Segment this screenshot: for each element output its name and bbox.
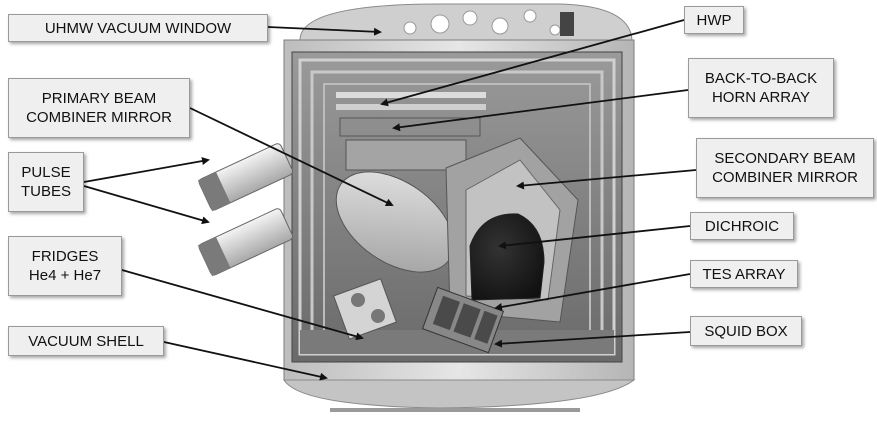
label-text: HWP: [696, 11, 732, 29]
label-pulse-tubes: PULSE TUBES: [8, 152, 84, 212]
label-primary-beam-combiner-mirror: PRIMARY BEAM COMBINER MIRROR: [8, 78, 190, 138]
label-text: BACK-TO-BACK: [704, 70, 818, 87]
label-back-to-back-horn-array: BACK-TO-BACK HORN ARRAY: [688, 58, 834, 118]
label-text: DICHROIC: [704, 217, 780, 235]
label-text: SECONDARY BEAM: [714, 150, 856, 167]
label-text: TES ARRAY: [702, 265, 786, 283]
label-text: COMBINER MIRROR: [26, 109, 172, 126]
tes-array-illustration: [421, 286, 505, 354]
dichroic-illustration: [469, 213, 545, 301]
label-text: He4 + He7: [28, 267, 102, 284]
label-text: VACUUM SHELL: [28, 332, 144, 350]
label-squid-box: SQUID BOX: [690, 316, 802, 346]
label-text: PULSE: [21, 164, 71, 181]
label-tes-array: TES ARRAY: [690, 260, 798, 288]
label-text: SQUID BOX: [704, 322, 788, 340]
label-vacuum-shell: VACUUM SHELL: [8, 326, 164, 356]
label-text: FRIDGES: [31, 248, 99, 265]
label-fridges: FRIDGES He4 + He7: [8, 236, 122, 296]
label-text: COMBINER MIRROR: [712, 169, 858, 186]
label-hwp: HWP: [684, 6, 744, 34]
label-text: TUBES: [20, 183, 71, 200]
label-text: HORN ARRAY: [711, 89, 811, 106]
pulse-tubes-illustration: [197, 143, 293, 277]
label-text: PRIMARY BEAM: [41, 90, 157, 107]
label-text: UHMW VACUUM WINDOW: [44, 19, 232, 37]
label-secondary-beam-combiner-mirror: SECONDARY BEAM COMBINER MIRROR: [696, 138, 874, 198]
label-dichroic: DICHROIC: [690, 212, 794, 240]
label-uhmw-vacuum-window: UHMW VACUUM WINDOW: [8, 14, 268, 42]
vacuum-window-top: [299, 3, 633, 41]
